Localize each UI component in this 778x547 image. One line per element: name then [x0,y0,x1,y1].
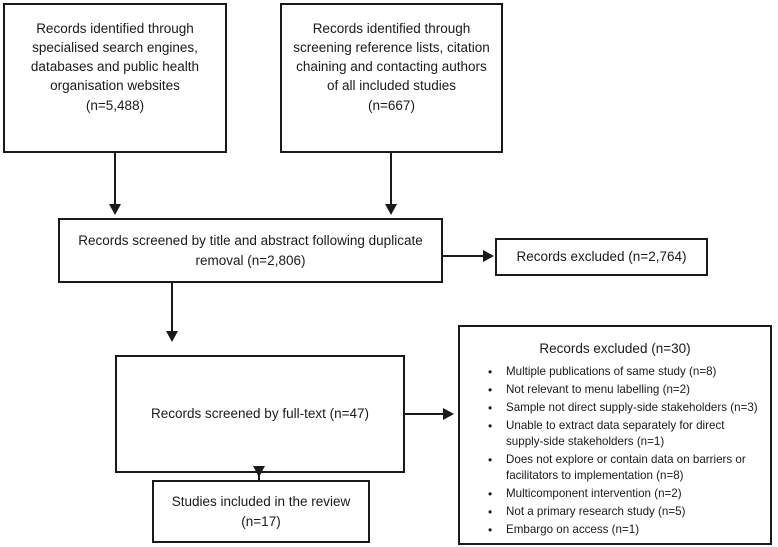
node-records-excluded-title-abstract-label: Records excluded (n=2,764) [516,249,687,265]
node-records-screened-title-abstract-label: Records screened by title and abstract f… [78,233,423,268]
exclusion-reason-item: • Not relevant to menu labelling (n=2) [488,382,760,398]
exclusion-reason-item: • Unable to extract data separately for d… [488,418,760,450]
exclusion-reason-item: • Multicomponent intervention (n=2) [488,486,760,502]
node-records-screened-fulltext: Records screened by full-text (n=47) [115,355,405,473]
node-studies-included-label: Studies included in the review (n=17) [171,494,351,529]
connector-fulltext-to-excluded-fulltext [405,413,447,415]
node-records-identified-databases-label: Records identified through specialised s… [30,21,200,113]
exclusion-reason-label: Not a primary research study (n=5) [506,505,686,519]
exclusion-reason-list: • Multiple publications of same study (n=… [466,364,764,538]
arrowhead-screening-to-fulltext [166,331,178,342]
exclusion-reason-item: • Multiple publications of same study (n=… [488,364,760,380]
exclusion-reason-label: Sample not direct supply-side stakeholde… [506,401,758,415]
bullet-icon: • [488,505,493,520]
arrowhead-right-source-to-screening [385,204,397,215]
bullet-icon: • [488,453,493,468]
node-records-excluded-fulltext: Records excluded (n=30) • Multiple public… [458,325,772,545]
connector-screening-to-fulltext [171,283,173,333]
arrowhead-left-source-to-screening [109,204,121,215]
bullet-icon: • [488,383,493,398]
exclusion-reason-label: Embargo on access (n=1) [506,523,640,537]
connector-left-source-to-screening [114,153,116,206]
bullet-icon: • [488,419,493,434]
arrowhead-screening-to-excluded-title-abstract [483,250,494,262]
bullet-icon: • [488,401,493,416]
node-records-excluded-title-abstract: Records excluded (n=2,764) [495,238,708,276]
exclusion-reason-item: • Does not explore or contain data on bar… [488,452,760,484]
exclusion-reason-item: • Embargo on access (n=1) [488,522,760,538]
exclusion-reason-label: Unable to extract data separately for di… [506,419,725,449]
exclusion-reason-label: Multiple publications of same study (n=8… [506,365,717,379]
node-records-identified-references-label: Records identified through screening ref… [293,21,490,113]
arrowhead-fulltext-to-excluded-fulltext [443,408,454,420]
arrowhead-fulltext-to-included [253,466,265,477]
exclusion-reason-item: • Not a primary research study (n=5) [488,504,760,520]
connector-right-source-to-screening [390,153,392,206]
node-records-identified-references: Records identified through screening ref… [280,3,503,153]
bullet-icon: • [488,487,493,502]
node-records-excluded-fulltext-title: Records excluded (n=30) [539,341,691,356]
node-studies-included: Studies included in the review (n=17) [152,480,370,543]
node-records-screened-title-abstract: Records screened by title and abstract f… [58,218,443,283]
exclusion-reason-label: Not relevant to menu labelling (n=2) [506,383,690,397]
exclusion-reason-label: Does not explore or contain data on barr… [506,453,746,483]
node-records-identified-databases: Records identified through specialised s… [3,3,227,153]
connector-screening-to-excluded-title-abstract [443,255,487,257]
node-records-screened-fulltext-label: Records screened by full-text (n=47) [151,406,369,422]
exclusion-reason-label: Multicomponent intervention (n=2) [506,487,682,501]
bullet-icon: • [488,523,493,538]
exclusion-reason-item: • Sample not direct supply-side stakehold… [488,400,760,416]
bullet-icon: • [488,365,493,380]
